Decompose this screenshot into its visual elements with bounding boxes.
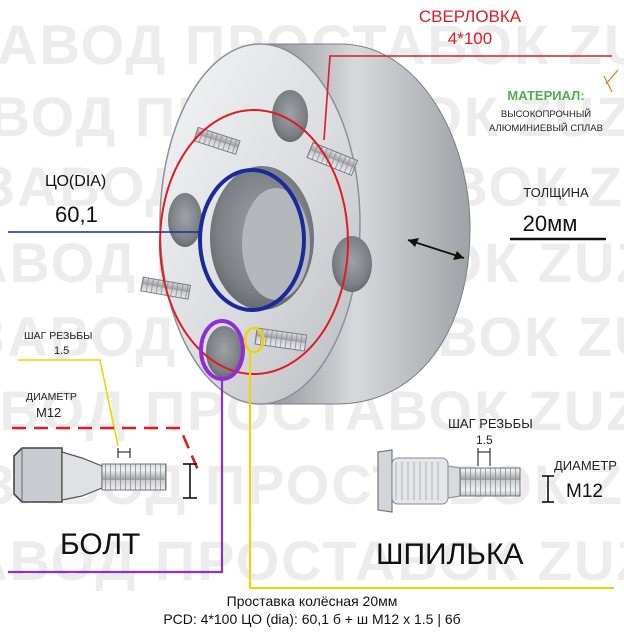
center-bore-outline [198, 168, 306, 312]
bolt-leader-line [8, 380, 224, 574]
thickness-arrow-line [407, 239, 465, 259]
bolt-thread-pitch-leader [18, 359, 119, 447]
spacer-stud [193, 126, 241, 155]
center-bore-value: 60,1 [55, 202, 98, 227]
watermark-row: ЗАВОД ПРОСТАВОК ZUZ™ [0, 529, 624, 592]
stud-image [377, 449, 521, 513]
bolt-hole [332, 236, 372, 292]
bolt-hole [272, 90, 308, 142]
caption-line-2: PCD: 4*100 ЦО (dia): 60,1 б + ш М12 x 1.… [163, 611, 460, 627]
stud-diameter-label: ДИАМЕТР [554, 458, 617, 473]
material-line-2: АЛЮМИНИЕВЫЙ СПЛАВ [489, 122, 603, 134]
stud-diameter-value: M12 [566, 481, 603, 502]
material-arrow-icon [603, 69, 619, 93]
material-annotation: МАТЕРИАЛ: ВЫСОКОПРОЧНЫЙ АЛЮМИНИЕВЫЙ СПЛА… [489, 69, 619, 134]
center-bore-label: ЦО(DIA) [45, 173, 106, 190]
drilling-label: СВЕРЛОВКА [419, 7, 522, 26]
stud-thread-pitch-value: 1.5 [476, 433, 493, 447]
bolt-image [13, 447, 167, 503]
thickness-annotation: ТОЛЩИНА 20мм [407, 185, 606, 260]
stud-name: ШПИЛЬКА [376, 538, 523, 571]
wheel-spacer [140, 43, 471, 405]
thickness-arrowhead-icon [453, 251, 464, 260]
caption-line-1: Проставка колёсная 20мм [227, 593, 398, 609]
thickness-arrowhead-icon [408, 238, 419, 247]
bolt-name: БОЛТ [60, 528, 140, 561]
bolt-diameter-value: M12 [36, 405, 61, 420]
spacer-stud [254, 327, 308, 352]
bolt-thread-pitch-value: 1.5 [54, 345, 69, 357]
stud-marker [243, 326, 265, 354]
stud-thread-pitch-label: ШАГ РЕЗЬБЫ [448, 416, 533, 431]
pcd-annotation: СВЕРЛОВКА 4*100 [159, 7, 612, 375]
bolt-hole-marker [199, 319, 245, 381]
stud-knurl [395, 462, 439, 500]
bolt-hole [168, 193, 202, 247]
stud-leader-line [249, 352, 614, 589]
bolt-section: ШАГ РЕЗЬБЫ 1.5 ДИАМЕТР M12 БОЛТ [12, 330, 200, 561]
spacer-stud [306, 141, 359, 177]
center-bore-annotation: ЦО(DIA) 60,1 [8, 168, 306, 312]
caption: Проставка колёсная 20мм PCD: 4*100 ЦО (d… [163, 593, 460, 627]
bolt-dash-line [12, 426, 200, 471]
thickness-label: ТОЛЩИНА [523, 185, 589, 200]
center-bore-wall [242, 188, 310, 300]
pcd-circle [159, 109, 349, 375]
material-label: МАТЕРИАЛ: [507, 88, 584, 103]
bolt-hole [206, 326, 242, 378]
thickness-value: 20мм [523, 211, 578, 236]
bolt-diameter-label: ДИАМЕТР [26, 391, 77, 403]
pcd-leader-line [323, 55, 612, 141]
drilling-value: 4*100 [448, 29, 492, 48]
stud-section: ШАГ РЕЗЬБЫ 1.5 ДИАМЕТР M12 ШПИЛЬКА [376, 416, 617, 571]
material-line-1: ВЫСОКОПРОЧНЫЙ [501, 108, 591, 120]
bolt-thread-pitch-label: ШАГ РЕЗЬБЫ [24, 330, 92, 342]
